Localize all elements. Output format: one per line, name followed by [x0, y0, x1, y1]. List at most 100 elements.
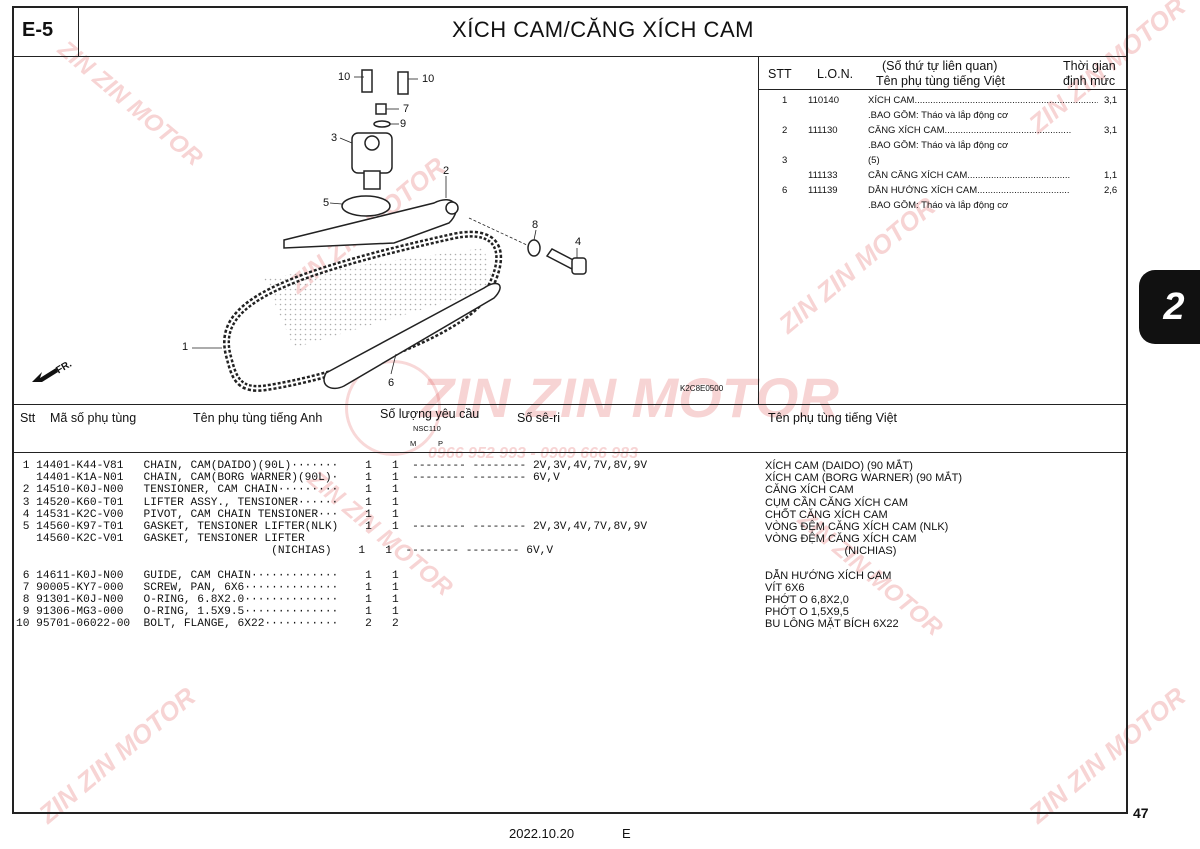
callout-2: 2 — [443, 165, 450, 177]
parts-row-en: (NICHIAS) 1 1 -------- -------- 6V,V — [16, 545, 554, 558]
ref-row-lon: 111130 — [808, 125, 838, 136]
parts-table-english: 1 14401-K44-V81 CHAIN, CAM(DAIDO)(90L)··… — [16, 460, 647, 631]
parts-row-vn: BU LÔNG MẶT BÍCH 6X22 — [765, 618, 899, 631]
callout-8: 8 — [532, 219, 539, 231]
ref-col-name-1: (Số thứ tự liên quan) — [882, 59, 998, 73]
ref-row-time: 2,6 — [1104, 185, 1118, 196]
callout-4: 4 — [575, 236, 582, 248]
ref-row: 3 (5) — [758, 155, 1128, 170]
ref-header-line — [758, 89, 1128, 90]
parts-row-en: 6 14611-K0J-N00 GUIDE, CAM CHAIN········… — [16, 569, 399, 582]
ref-row-stt: 6 — [782, 185, 788, 196]
col-name-vn: Tên phụ tùng tiếng Việt — [768, 411, 898, 425]
ref-row-stt: 3 — [782, 155, 788, 166]
parts-row-vn: PHỚT O 6,8X2,0 — [765, 594, 849, 607]
parts-row-en: 3 14520-K60-T01 LIFTER ASSY., TENSIONER·… — [16, 496, 399, 509]
callout-6: 6 — [388, 377, 395, 389]
page-number: 47 — [1133, 805, 1149, 821]
halftone-shading — [264, 248, 494, 348]
col-name-en: Tên phụ tùng tiếng Anh — [193, 411, 323, 425]
col-qty-m: M — [410, 439, 417, 448]
ref-col-name-2: Tên phụ tùng tiếng Việt — [876, 74, 1006, 88]
ref-row-stt: 2 — [782, 125, 788, 136]
ref-row-name: XÍCH CAM................................… — [868, 95, 1098, 106]
parts-row-en: 14560-K2C-V01 GASKET, TENSIONER LIFTER — [16, 533, 305, 546]
ref-row-lon: 110140 — [808, 95, 839, 106]
chain-guide — [323, 282, 501, 390]
parts-row-vn: CĂNG XÍCH CAM — [765, 484, 854, 497]
section-code: E-5 — [22, 19, 54, 41]
parts-row-vn: VÒNG ĐỆM CĂNG XÍCH CAM — [765, 533, 917, 546]
o-ring-9 — [373, 120, 391, 128]
parts-row-en: 2 14510-K0J-N00 TENSIONER, CAM CHAIN····… — [16, 484, 399, 497]
ref-row-name: DẪN HƯỚNG XÍCH CAM......................… — [868, 185, 1070, 196]
parts-row-vn: CỤM CẦN CĂNG XÍCH CAM — [765, 496, 909, 509]
callout-10-right: 10 — [422, 73, 435, 85]
parts-row-en: 4 14531-K2C-V00 PIVOT, CAM CHAIN TENSION… — [16, 508, 399, 521]
ref-row-stt: 1 — [782, 95, 788, 106]
parts-row-vn — [765, 558, 962, 570]
parts-row-vn: DẪN HƯỚNG XÍCH CAM — [765, 569, 892, 582]
parts-row-en: 9 91306-MG3-000 O-RING, 1.5X9.5·········… — [16, 606, 399, 619]
parts-row-vn: CHỐT CĂNG XÍCH CAM — [765, 508, 888, 521]
diagram-bottom-line — [12, 404, 1128, 405]
callout-7: 7 — [403, 103, 410, 115]
ref-row-name: (5) — [868, 155, 880, 166]
page-frame — [12, 6, 1128, 814]
parts-row-vn: XÍCH CAM (BORG WARNER) (90 MẮT) — [765, 472, 962, 485]
parts-row-vn: (NICHIAS) — [765, 545, 897, 558]
parts-row-en: 14401-K1A-N01 CHAIN, CAM(BORG WARNER)(90… — [16, 472, 560, 485]
ref-row-time: 3,1 — [1104, 95, 1118, 106]
footer-date: 2022.10.20 — [509, 826, 575, 841]
ref-table-left-border — [758, 56, 759, 404]
parts-row-en: 10 95701-06022-00 BOLT, FLANGE, 6X22····… — [16, 618, 399, 631]
col-stt: Stt — [20, 411, 36, 425]
ref-row-name: .BAO GỒM: Tháo và lắp động cơ — [868, 110, 1009, 121]
ref-row-lon: 111133 — [808, 170, 838, 181]
ref-row: 111133 CẦN CĂNG XÍCH CAM.................… — [758, 170, 1128, 185]
tensioner-pivot-hole — [445, 201, 459, 215]
footer-edition: E — [622, 826, 631, 841]
ref-row-name: CẦN CĂNG XÍCH CAM.......................… — [868, 170, 1071, 181]
ref-col-stt: STT — [768, 67, 792, 81]
callout-10-left: 10 — [338, 71, 351, 83]
parts-row-vn: PHỚT O 1,5X9,5 — [765, 606, 849, 619]
callout-5: 5 — [323, 197, 330, 209]
parts-table-vietnamese: XÍCH CAM (DAIDO) (90 MẮT)XÍCH CAM (BORG … — [765, 460, 962, 631]
ref-table-body: 1 110140 XÍCH CAM.........................… — [758, 95, 1128, 215]
parts-row-en: 8 91301-K0J-N00 O-RING, 6.8X2.0·········… — [16, 594, 399, 607]
exploded-diagram — [192, 69, 587, 392]
gasket — [341, 195, 391, 217]
ref-col-time-1: Thời gian — [1063, 59, 1116, 73]
callout-1: 1 — [182, 341, 189, 353]
ref-row: 1 110140 XÍCH CAM.........................… — [758, 95, 1128, 110]
ref-row: .BAO GỒM: Tháo và lắp động cơ — [758, 110, 1128, 125]
col-qty-p: P — [438, 439, 444, 448]
ref-row-name: .BAO GỒM: Tháo và lắp động cơ — [868, 140, 1009, 151]
bolt-left — [361, 69, 373, 93]
front-arrow-icon — [32, 368, 58, 382]
parts-header-line — [12, 452, 1128, 453]
col-part-no: Mã số phụ tùng — [50, 411, 137, 425]
screw — [375, 103, 387, 115]
parts-row-en: 5 14560-K97-T01 GASKET, TENSIONER LIFTER… — [16, 520, 648, 533]
header-bottom-line — [12, 56, 1128, 57]
ref-row-name: .BAO GỒM: Tháo và lắp động cơ — [868, 200, 1009, 211]
ref-row: .BAO GỒM: Tháo và lắp động cơ — [758, 140, 1128, 155]
col-qty-model: NSC110 — [413, 424, 441, 433]
bolt-right — [397, 71, 409, 95]
page-title: XÍCH CAM/CĂNG XÍCH CAM — [452, 17, 754, 42]
parts-row-en: 1 14401-K44-V81 CHAIN, CAM(DAIDO)(90L)··… — [16, 460, 648, 472]
diagram-code: K2C8E0500 — [680, 384, 724, 393]
ref-col-lon: L.O.N. — [817, 67, 854, 81]
col-serial: Số sê-ri — [517, 411, 561, 425]
parts-row-en: 7 90005-KY7-000 SCREW, PAN, 6X6·········… — [16, 581, 399, 594]
ref-row-time: 1,1 — [1104, 170, 1118, 181]
parts-row-vn: VÍT 6X6 — [765, 581, 805, 594]
section-tab: 2 — [1139, 270, 1200, 344]
ref-col-time-2: định mức — [1063, 74, 1116, 88]
ref-row: 2 111130 CĂNG XÍCH CAM....................… — [758, 125, 1128, 140]
ref-row-name: CĂNG XÍCH CAM...........................… — [868, 125, 1072, 136]
parts-row-vn: XÍCH CAM (DAIDO) (90 MẮT) — [765, 460, 913, 472]
